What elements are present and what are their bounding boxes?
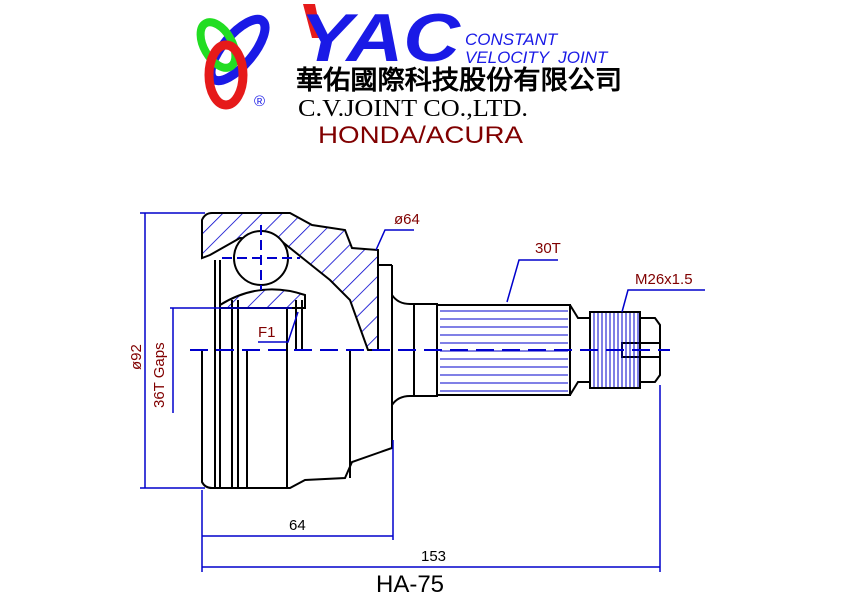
logo-ring-red <box>204 40 248 110</box>
part-number: HA-75 <box>376 571 444 596</box>
tagline-line2: VELOCITY JOINT <box>465 48 609 67</box>
dimensions <box>140 212 705 572</box>
inner-race-hatched <box>219 288 306 309</box>
tagline-line1: CONSTANT <box>465 30 559 49</box>
company-name-english: C.V.JOINT CO.,LTD. <box>298 96 528 122</box>
leader-thread <box>621 289 705 313</box>
logo-text: YAC <box>300 0 461 76</box>
label-overall-length: 153 <box>421 548 446 565</box>
label-36t-gaps: 36T Gaps <box>151 342 168 408</box>
label-thread: M26x1.5 <box>635 271 693 288</box>
leader-64 <box>375 229 414 251</box>
label-housing-length: 64 <box>289 517 306 534</box>
logo-red-stroke <box>303 4 322 38</box>
leader-f1 <box>258 311 299 343</box>
yac-logo: ® YAC CONSTANT VELOCITY JOINT <box>196 0 609 110</box>
label-30t: 30T <box>535 240 561 257</box>
label-f1: F1 <box>258 324 276 341</box>
company-name-chinese: 華佑國際科技股份有限公司 <box>296 66 622 96</box>
leader-30t <box>506 259 558 303</box>
outer-race-housing <box>201 212 393 489</box>
logo-ring-green <box>196 18 240 72</box>
vehicle-make: HONDA/ACURA <box>318 122 523 149</box>
label-od: ø92 <box>128 344 145 370</box>
label-seal-diameter: ø64 <box>394 211 420 228</box>
housing-lower-body <box>201 350 393 489</box>
housing-section-hatched <box>201 212 379 351</box>
registered-mark: ® <box>254 93 265 110</box>
dimension-labels: ø92 36T Gaps ø64 30T M26x1.5 F1 64 153 <box>128 211 693 565</box>
